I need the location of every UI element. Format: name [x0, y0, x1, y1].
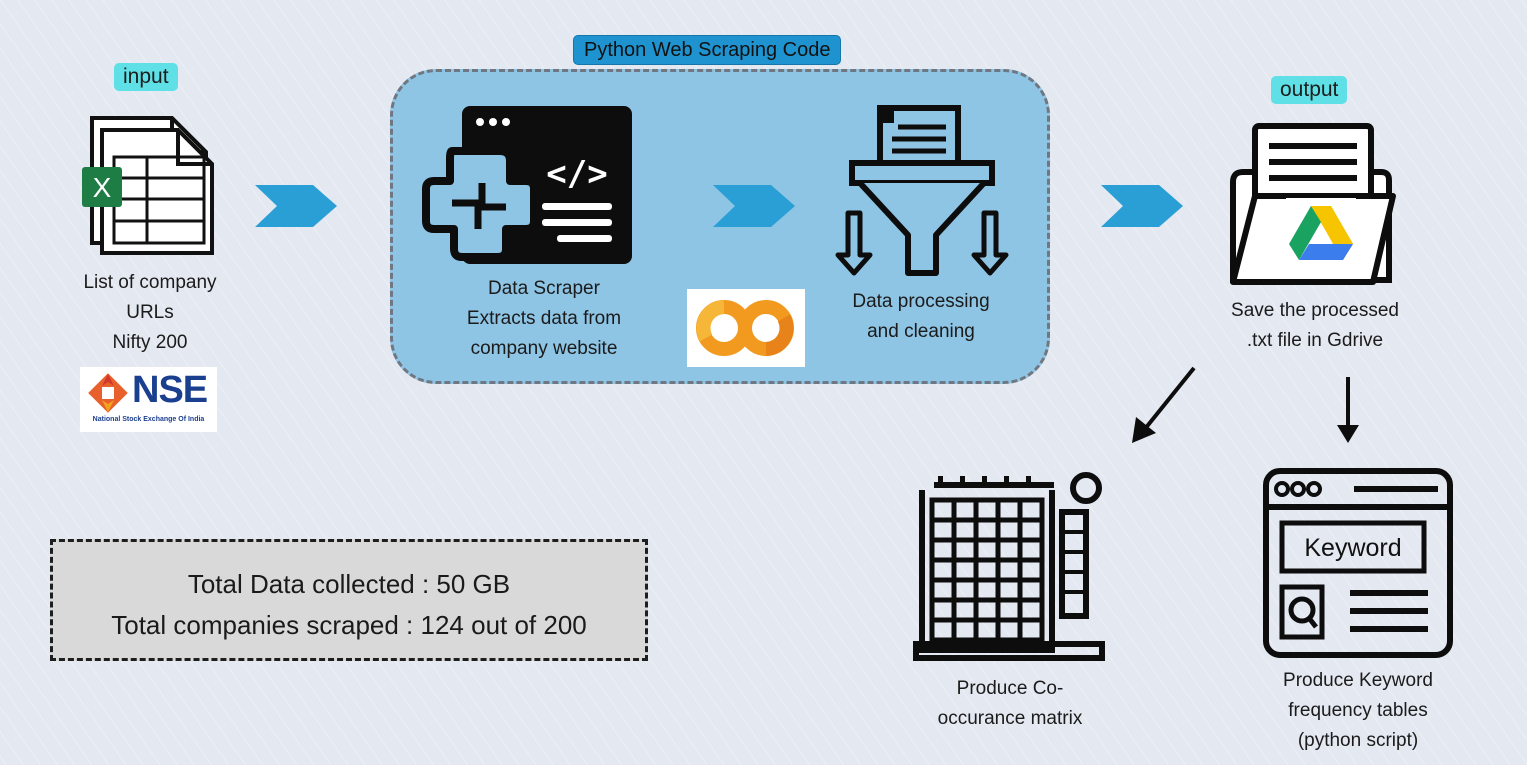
companies-scraped-text: Total companies scraped : 124 out of 200	[111, 610, 587, 640]
scraping-title: Python Web Scraping Code	[573, 35, 842, 65]
stats-box: Total Data collected : 50 GB Total compa…	[50, 539, 648, 661]
gdrive-logo	[1286, 198, 1356, 266]
arrow-right-icon	[1101, 185, 1183, 227]
keyword-caption: Produce Keyword frequency tables (python…	[1283, 670, 1433, 751]
arrow-right-icon	[713, 185, 795, 227]
output-tag: output	[1271, 76, 1348, 104]
code-window-icon: </>	[422, 106, 632, 264]
cooccurrence-caption: Produce Co- occurance matrix	[937, 678, 1083, 729]
excel-icon-letter: X	[93, 172, 112, 203]
nse-logo-text: NSE	[132, 369, 208, 411]
arrow-down-left-icon	[1132, 366, 1196, 443]
input-tag: input	[114, 63, 178, 91]
output-caption: Save the processed .txt file in Gdrive	[1231, 300, 1399, 351]
spreadsheet-icon: X	[82, 116, 214, 255]
keyword-search-window-icon	[1263, 468, 1453, 658]
nse-logo-subtext: National Stock Exchange Of India	[92, 416, 205, 423]
arrow-right-icon	[255, 185, 337, 227]
svg-text:</>: </>	[546, 154, 607, 194]
nse-logo: NSE National Stock Exchange Of India	[80, 367, 217, 432]
arrow-down-icon	[1337, 377, 1359, 443]
input-caption: List of company URLs Nifty 200	[83, 272, 217, 353]
matrix-grid-icon	[913, 472, 1105, 661]
processing-caption: Data processing and cleaning	[852, 291, 990, 342]
funnel-filter-icon	[835, 105, 1009, 276]
keyword-label: Keyword	[1304, 534, 1402, 562]
gdrive-icon	[1289, 206, 1353, 260]
colab-icon	[696, 300, 794, 356]
data-collected-text: Total Data collected : 50 GB	[187, 569, 511, 599]
scraper-caption: Data Scraper Extracts data from company …	[466, 278, 622, 359]
excel-icon	[82, 167, 122, 207]
colab-logo	[687, 289, 805, 367]
nse-emblem-icon	[88, 373, 128, 413]
